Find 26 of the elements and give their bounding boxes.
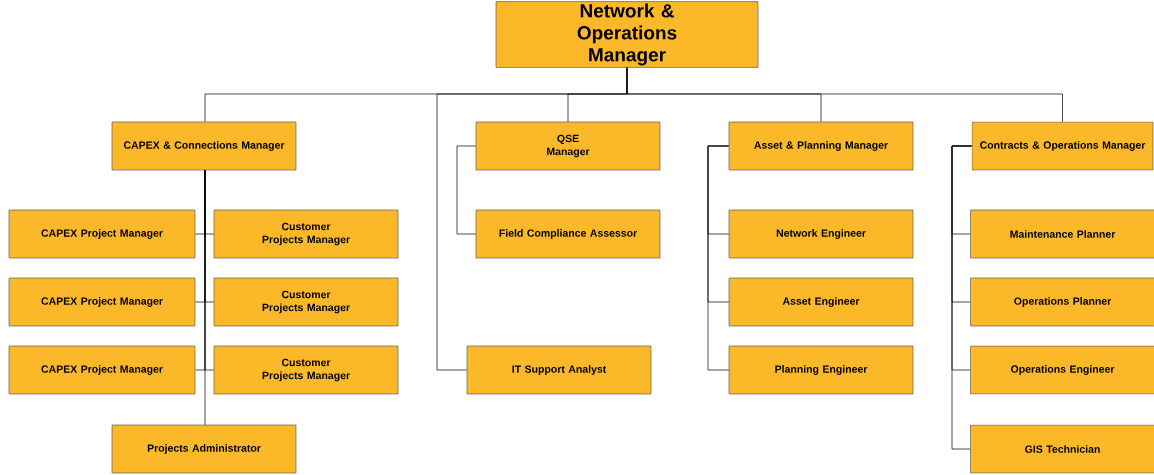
role-box: Operations Planner [970, 277, 1154, 327]
role-box: Customer Projects Manager [213, 209, 399, 259]
role-box: CAPEX Project Manager [8, 345, 196, 395]
role-box: Customer Projects Manager [213, 345, 399, 395]
role-box: CAPEX & Connections Manager [111, 121, 297, 171]
role-box: Projects Administrator [111, 424, 297, 474]
connector-line [707, 145, 730, 371]
role-box: Planning Engineer [728, 345, 914, 395]
role-box: IT Support Analyst [466, 345, 652, 395]
role-box: Operations Engineer [970, 345, 1154, 395]
role-box: Asset & Planning Manager [728, 121, 914, 171]
role-box: GIS Technician [970, 424, 1154, 474]
role-box: Asset Engineer [728, 277, 914, 327]
role-box: Contracts & Operations Manager [971, 121, 1154, 171]
role-box: Field Compliance Assessor [475, 209, 661, 259]
role-box: Network Engineer [728, 209, 914, 259]
role-box: Maintenance Planner [970, 209, 1154, 259]
role-box: CAPEX Project Manager [8, 277, 196, 327]
connector-line [951, 145, 973, 450]
connector-line [436, 67, 628, 371]
connector-line [456, 145, 477, 235]
role-box: Network & Operations Manager [495, 1, 759, 68]
role-box: CAPEX Project Manager [8, 209, 196, 259]
role-box: Customer Projects Manager [213, 277, 399, 327]
connector-line [204, 169, 206, 426]
role-box: QSE Manager [475, 121, 661, 171]
